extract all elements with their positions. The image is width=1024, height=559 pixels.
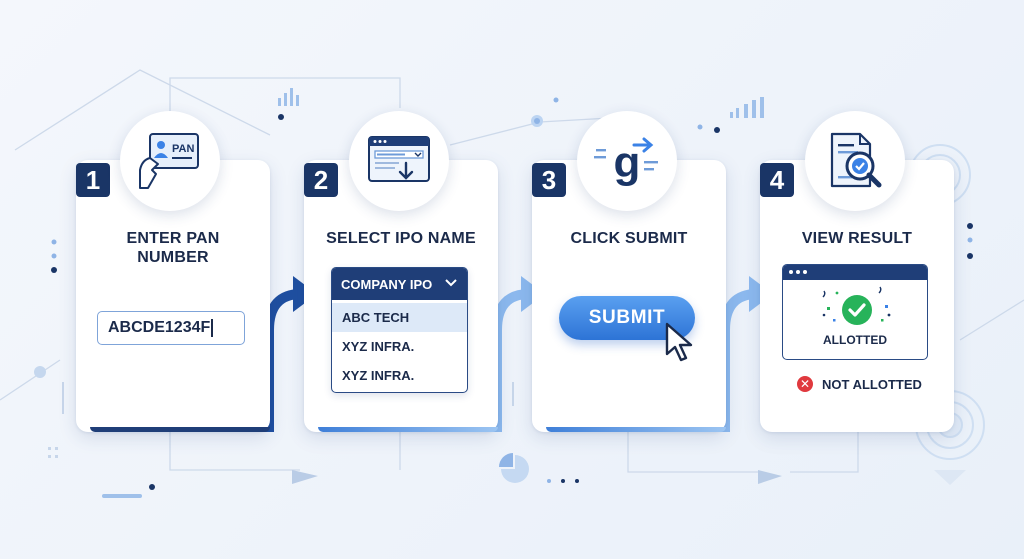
dropdown-option[interactable]: XYZ INFRA. xyxy=(342,368,415,383)
step-title-click-submit: CLICK SUBMIT xyxy=(570,230,688,247)
card-bottom-bar xyxy=(90,427,270,432)
dropdown-option[interactable]: ABC TECH xyxy=(332,303,467,332)
step-title-line1: ENTER PAN xyxy=(126,230,220,247)
not-allotted-status: ✕ NOT ALLOTTED xyxy=(797,376,922,392)
allotted-label: ALLOTTED xyxy=(823,333,887,347)
document-search-check-icon xyxy=(805,111,905,211)
mouse-cursor-icon xyxy=(665,322,693,362)
chevron-down-icon xyxy=(445,279,457,287)
pan-card-text: PAN xyxy=(172,143,194,155)
result-window: ALLOTTED xyxy=(782,264,928,360)
text-caret xyxy=(211,318,213,337)
step-title-view-result: VIEW RESULT xyxy=(801,230,913,247)
step-number-badge-3: 3 xyxy=(532,163,566,197)
ipo-name-dropdown[interactable]: COMPANY IPO ABC TECH XYZ INFRA. XYZ INFR… xyxy=(331,267,468,393)
not-allotted-label: NOT ALLOTTED xyxy=(822,376,922,392)
dropdown-header[interactable]: COMPANY IPO xyxy=(332,268,467,300)
check-circle-icon xyxy=(842,295,872,325)
dropdown-option[interactable]: XYZ INFRA. xyxy=(342,339,415,354)
close-circle-icon: ✕ xyxy=(797,376,813,392)
card-bottom-bar xyxy=(318,427,498,432)
confetti-decoration xyxy=(822,286,891,322)
g-arrow-icon: g xyxy=(577,111,677,211)
step-number-badge-2: 2 xyxy=(304,163,338,197)
browser-download-icon xyxy=(349,111,449,211)
dropdown-header-label: COMPANY IPO xyxy=(341,276,433,292)
step-number-badge-4: 4 xyxy=(760,163,794,197)
step-title-enter-pan: ENTER PAN NUMBER xyxy=(86,229,260,267)
step-number-badge-1: 1 xyxy=(76,163,110,197)
step-title-select-ipo: SELECT IPO NAME xyxy=(326,230,476,247)
pan-input-value: ABCDE1234F xyxy=(108,319,211,336)
result-window-titlebar xyxy=(783,265,927,280)
card-bottom-bar xyxy=(546,427,726,432)
pan-number-input[interactable]: ABCDE1234F xyxy=(97,311,245,345)
step-title-line2: NUMBER xyxy=(137,249,209,266)
pan-card-hand-icon: PAN xyxy=(120,111,220,211)
